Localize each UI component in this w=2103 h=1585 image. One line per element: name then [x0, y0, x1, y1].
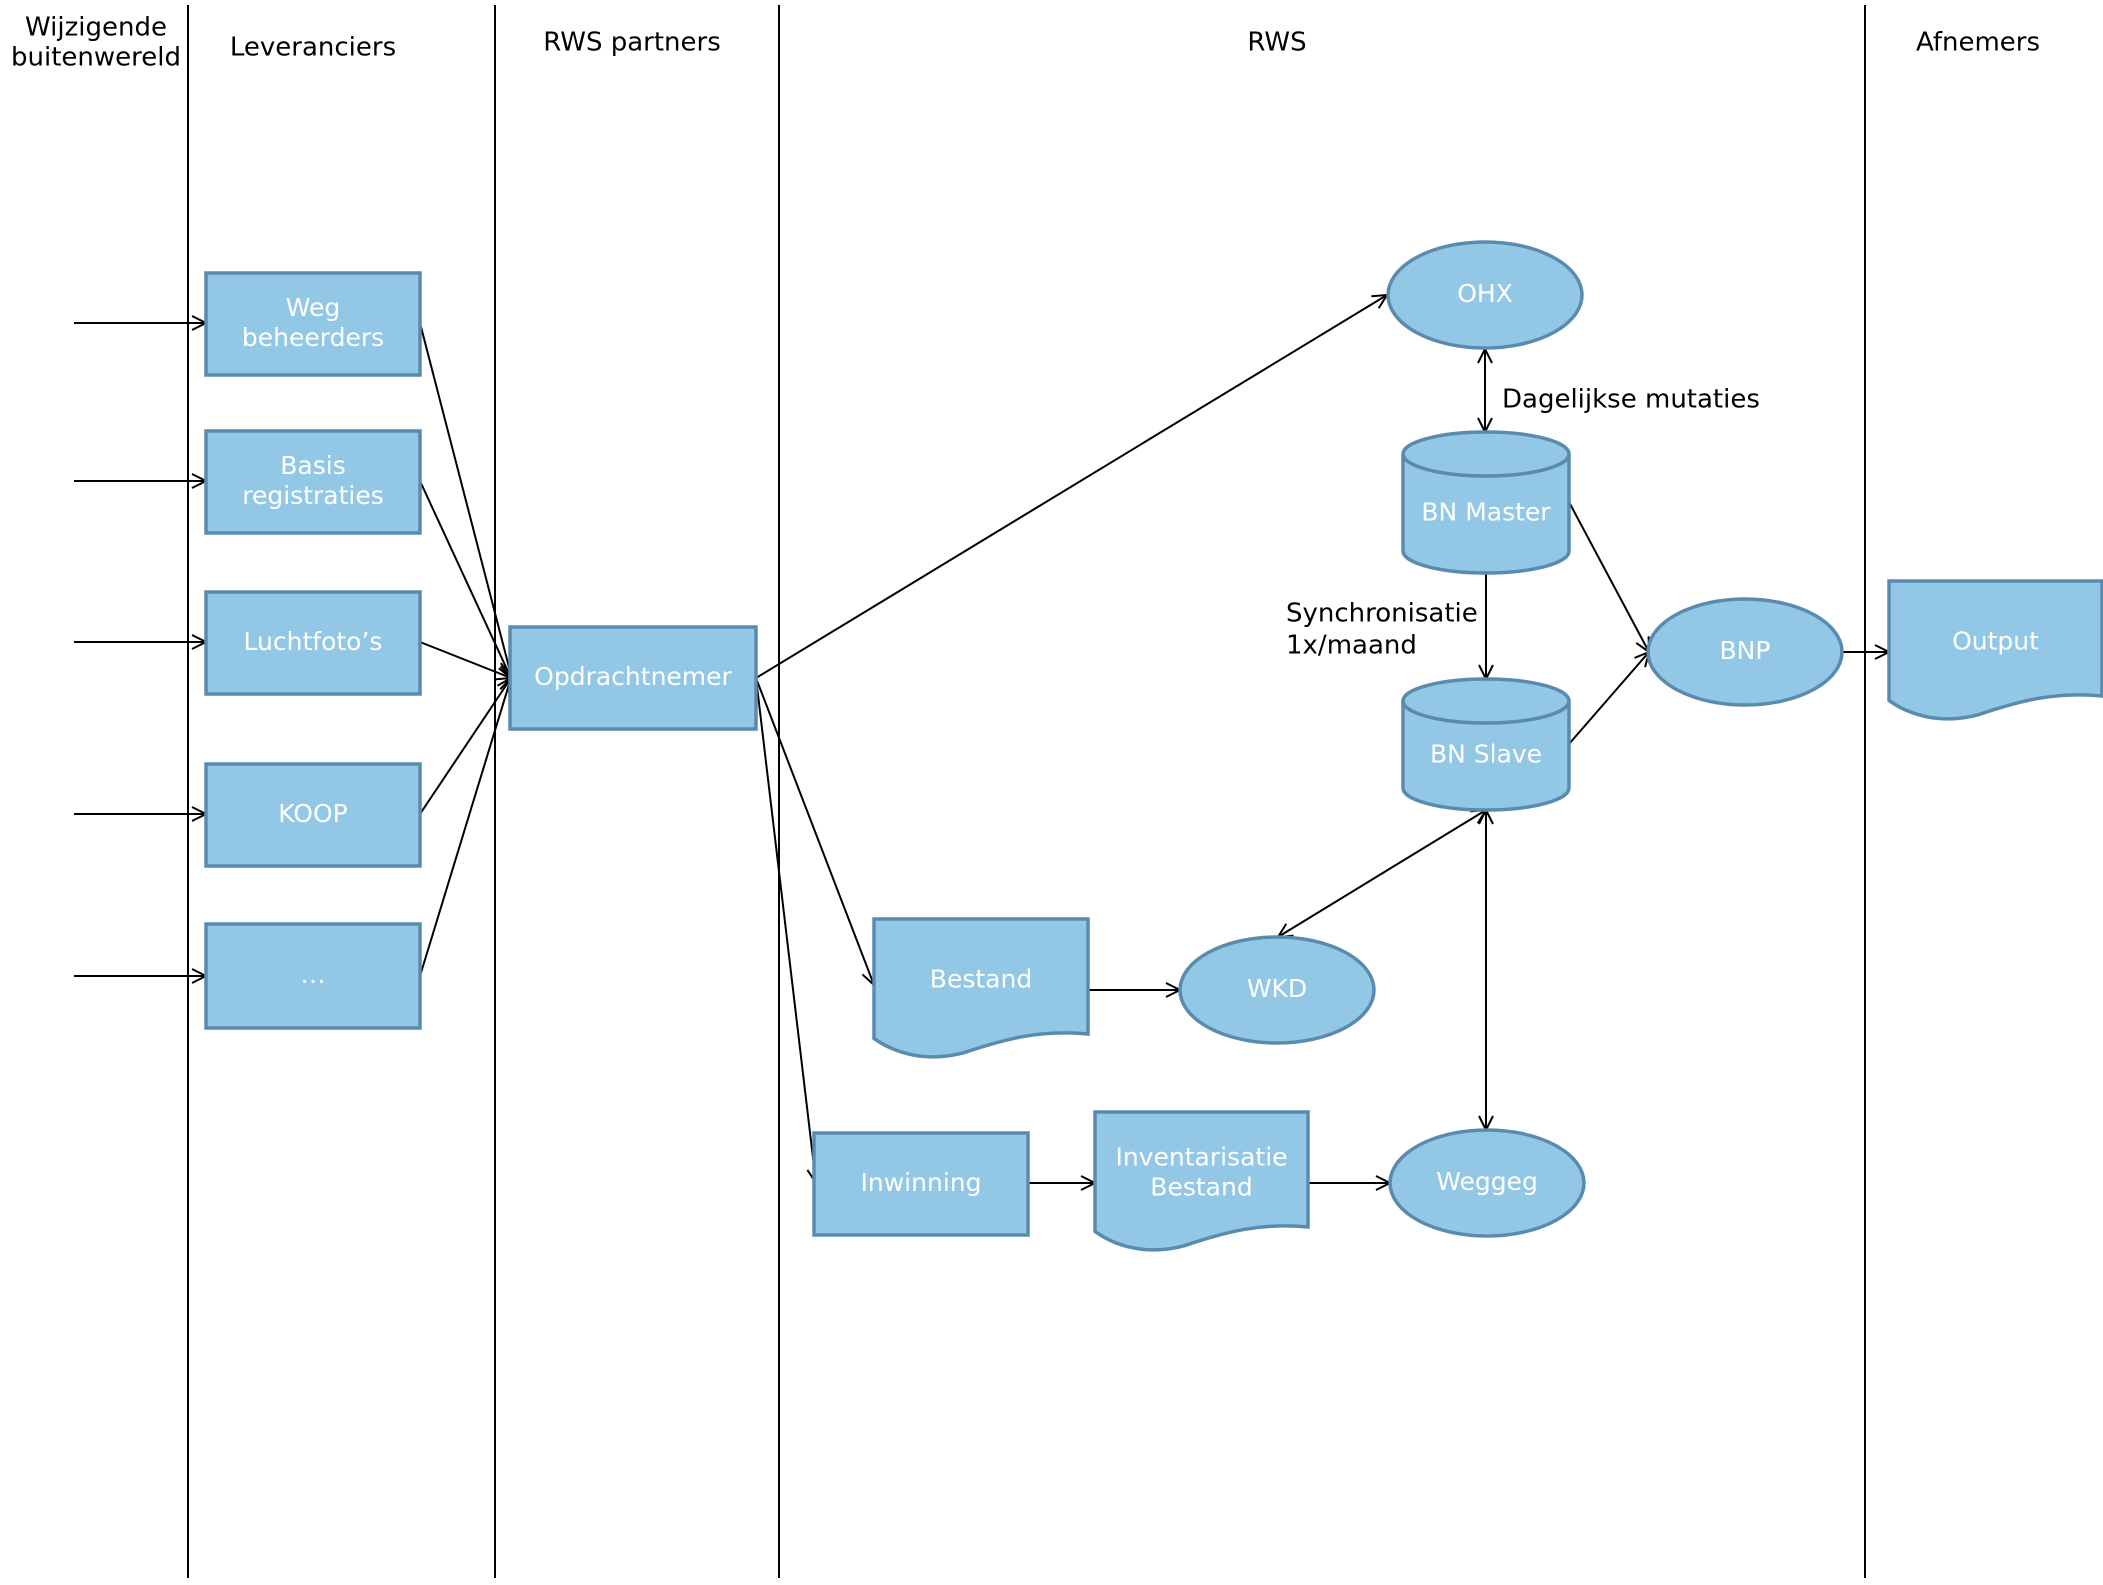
rect-shape [508, 625, 758, 731]
edge-opdracht-to-ohx [755, 295, 1387, 679]
lane-title: RWS [1247, 28, 1306, 58]
rect-shape [204, 271, 422, 377]
rect-shape [204, 922, 422, 1030]
node-label: Inwinning [861, 1168, 982, 1197]
node-weggeg: Weggeg [1388, 1128, 1586, 1238]
connectors: Dagelijkse mutatiesSynchronisatie1x/maan… [74, 295, 1889, 1183]
rect-shape [812, 1131, 1030, 1237]
edge-bnslave-to-bnp [1568, 652, 1649, 745]
edge-dots-to-opdracht [419, 678, 511, 977]
rect-shape [204, 590, 422, 696]
edge-weg-to-opdracht [419, 322, 511, 675]
ellipse-shape [1386, 240, 1584, 350]
edge-lucht-to-opdracht [419, 641, 511, 678]
cylinder-rim [1401, 700, 1571, 725]
node-inwinning: Inwinning [812, 1131, 1030, 1237]
node-label: OHX [1457, 279, 1513, 308]
document-shape [1093, 1110, 1310, 1252]
edge-bnmaster-to-bnp [1568, 501, 1649, 652]
node-bnp: BNP [1646, 597, 1844, 707]
node-label: BNP [1720, 636, 1771, 665]
node-label: Weg [286, 293, 341, 322]
document-shape [1887, 579, 2103, 721]
node-bnmaster: BN Master [1401, 430, 1571, 575]
node-label: … [301, 960, 326, 989]
node-bestand: Bestand [872, 917, 1090, 1059]
node-label: Opdrachtnemer [534, 662, 732, 691]
node-label: WKD [1247, 974, 1307, 1003]
edge-label: Dagelijkse mutaties [1502, 385, 1760, 415]
edge-wkd-to-bnslave [1278, 810, 1486, 937]
lane-title: Afnemers [1916, 28, 2040, 58]
node-label: Output [1952, 627, 2039, 656]
node-label: Basis [280, 451, 345, 480]
edge-opdracht-to-inwinning [755, 677, 816, 1183]
rect-shape [204, 762, 422, 868]
rect-shape [204, 429, 422, 535]
ellipse-shape [1646, 597, 1844, 707]
node-label: beheerders [242, 323, 384, 352]
lane-title: Wijzigende [25, 13, 167, 43]
edge-label: Synchronisatie [1286, 599, 1478, 629]
node-dots: … [204, 922, 422, 1030]
cylinder-body [1401, 677, 1571, 812]
node-label: BN Slave [1430, 740, 1542, 769]
node-label: BN Master [1421, 498, 1551, 527]
node-bnslave: BN Slave [1401, 677, 1571, 812]
lane-afnemers: Afnemers [1916, 28, 2040, 58]
edge-opdracht-to-bestand [755, 677, 874, 985]
node-ohx: OHX [1386, 240, 1584, 350]
edge-koop-to-opdracht [419, 678, 511, 815]
lane-leveranciers: Leveranciers [230, 5, 496, 1578]
lane-title: Leveranciers [230, 33, 396, 63]
edge-label: 1x/maand [1286, 631, 1417, 661]
node-label: Bestand [930, 965, 1032, 994]
node-label: Weggeg [1436, 1167, 1538, 1196]
lane-title: RWS partners [543, 28, 721, 58]
nodes: WegbeheerdersBasisregistratiesLuchtfoto’… [204, 240, 2103, 1252]
ellipse-shape [1388, 1128, 1586, 1238]
node-koop: KOOP [204, 762, 422, 868]
node-label: Luchtfoto’s [244, 627, 383, 656]
node-label: Bestand [1150, 1173, 1252, 1202]
edge-basis-to-opdracht [419, 480, 511, 678]
node-output: Output [1887, 579, 2103, 721]
document-shape [872, 917, 1090, 1059]
ellipse-shape [1178, 935, 1376, 1045]
node-wkd: WKD [1178, 935, 1376, 1045]
node-label: registraties [242, 481, 384, 510]
node-lucht: Luchtfoto’s [204, 590, 422, 696]
node-label: Inventarisatie [1115, 1143, 1287, 1172]
cylinder-rim [1401, 453, 1571, 478]
lane-rws-partners: RWS partners [543, 5, 780, 1578]
lane-title: buitenwereld [11, 43, 181, 73]
node-opdracht: Opdrachtnemer [508, 625, 758, 731]
lane-rws: RWS [1247, 5, 1866, 1578]
node-label: KOOP [278, 799, 347, 828]
cylinder-body [1401, 430, 1571, 575]
